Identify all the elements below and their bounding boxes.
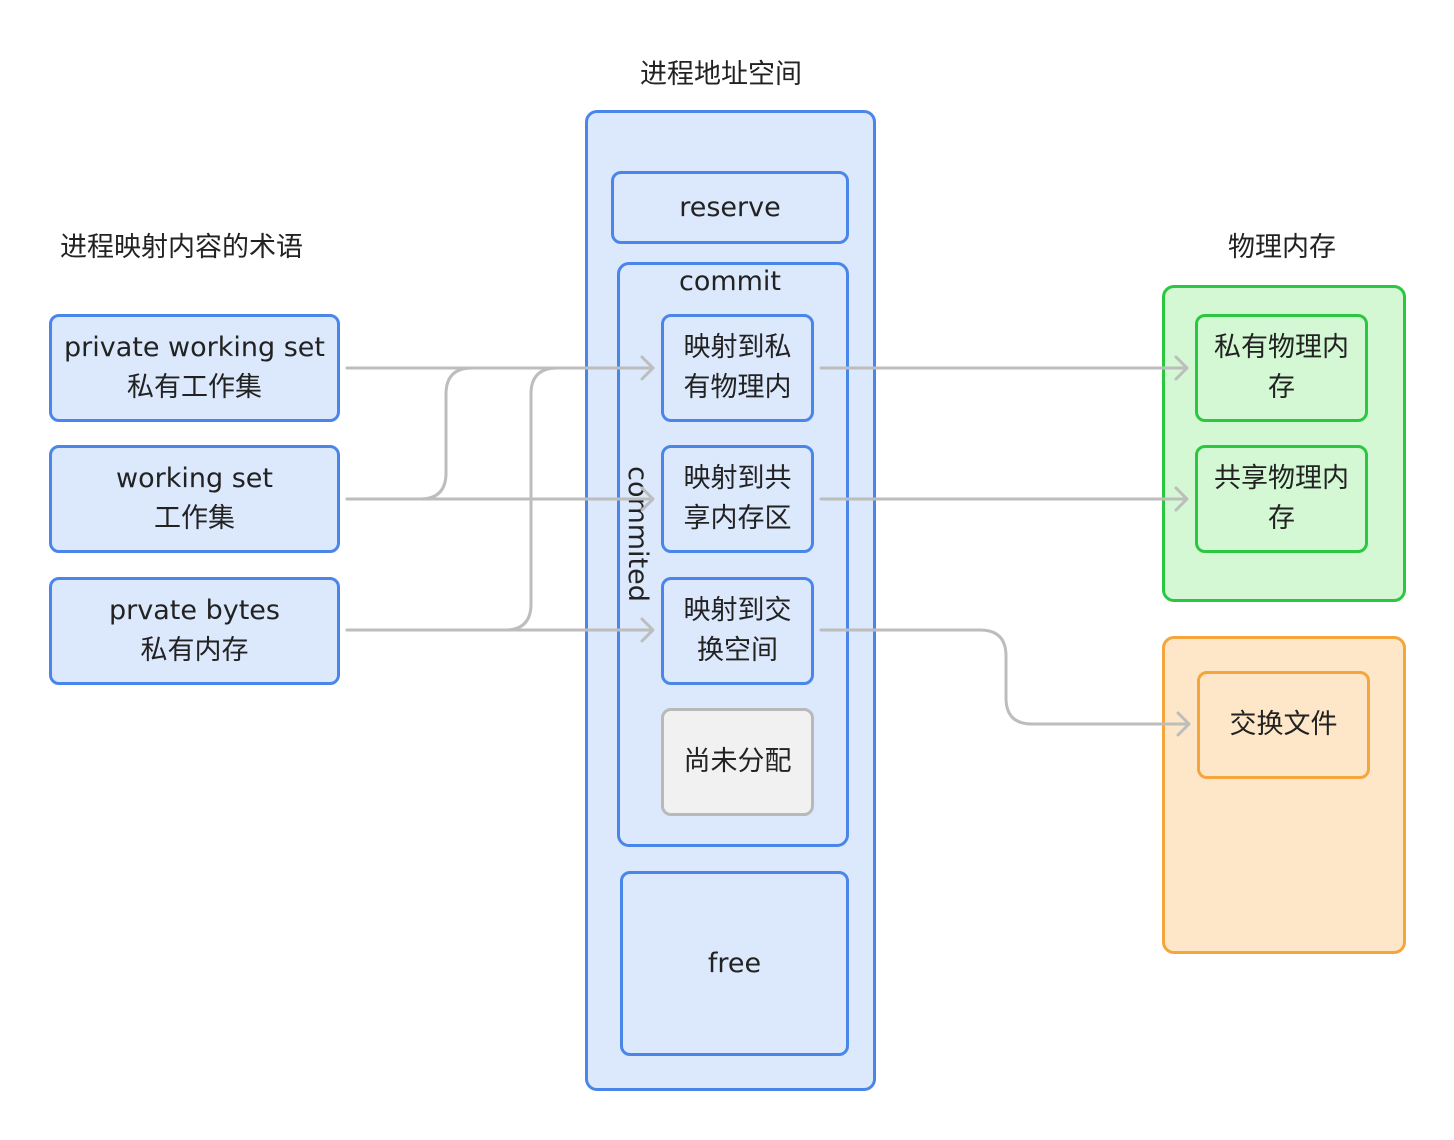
shared-physical-line2: 存: [1268, 503, 1295, 534]
mapped-swap-line2: 换空间: [697, 635, 778, 666]
commit-label: commit: [678, 266, 782, 297]
mapped-shared-line1: 映射到共: [683, 463, 792, 494]
unallocated-label: 尚未分配: [683, 746, 792, 777]
physical-memory-heading: 物理内存: [1228, 232, 1336, 263]
term-label-en: private working set: [64, 332, 325, 363]
terms-heading: 进程映射内容的术语: [60, 232, 303, 263]
address-space-heading: 进程地址空间: [640, 59, 802, 90]
private-physical-box: 私有物理内 存: [1195, 314, 1368, 422]
private-physical-line1: 私有物理内: [1214, 332, 1349, 363]
mapped-swap-box: 映射到交 换空间: [661, 577, 814, 685]
free-box: free: [620, 871, 849, 1056]
swap-file-box: 交换文件: [1197, 671, 1370, 779]
shared-physical-box: 共享物理内 存: [1195, 445, 1368, 553]
shared-physical-line1: 共享物理内: [1214, 463, 1349, 494]
unallocated-box: 尚未分配: [661, 708, 814, 816]
mapped-private-box: 映射到私 有物理内: [661, 314, 814, 422]
arrow-mapped-swap-to-file: [819, 628, 1190, 726]
swap-file-label: 交换文件: [1229, 709, 1338, 740]
reserve-box: reserve: [611, 171, 849, 244]
mapped-swap-line1: 映射到交: [683, 595, 792, 626]
mapped-shared-box: 映射到共 享内存区: [661, 445, 814, 553]
term-label-zh: 工作集: [154, 503, 235, 534]
term-private-bytes: prvate bytes 私有内存: [49, 577, 340, 685]
mapped-private-line1: 映射到私: [683, 332, 792, 363]
term-label-zh: 私有工作集: [127, 372, 262, 403]
mapped-private-line2: 有物理内: [683, 372, 792, 403]
term-working-set: working set 工作集: [49, 445, 340, 553]
commited-label: commited: [622, 466, 653, 602]
reserve-label: reserve: [679, 191, 781, 223]
term-private-working-set: private working set 私有工作集: [49, 314, 340, 422]
private-physical-line2: 存: [1268, 372, 1295, 403]
free-label: free: [707, 947, 762, 979]
mapped-shared-line2: 享内存区: [683, 503, 792, 534]
term-label-en: prvate bytes: [109, 595, 280, 626]
term-label-en: working set: [116, 463, 273, 494]
term-label-zh: 私有内存: [140, 635, 249, 666]
